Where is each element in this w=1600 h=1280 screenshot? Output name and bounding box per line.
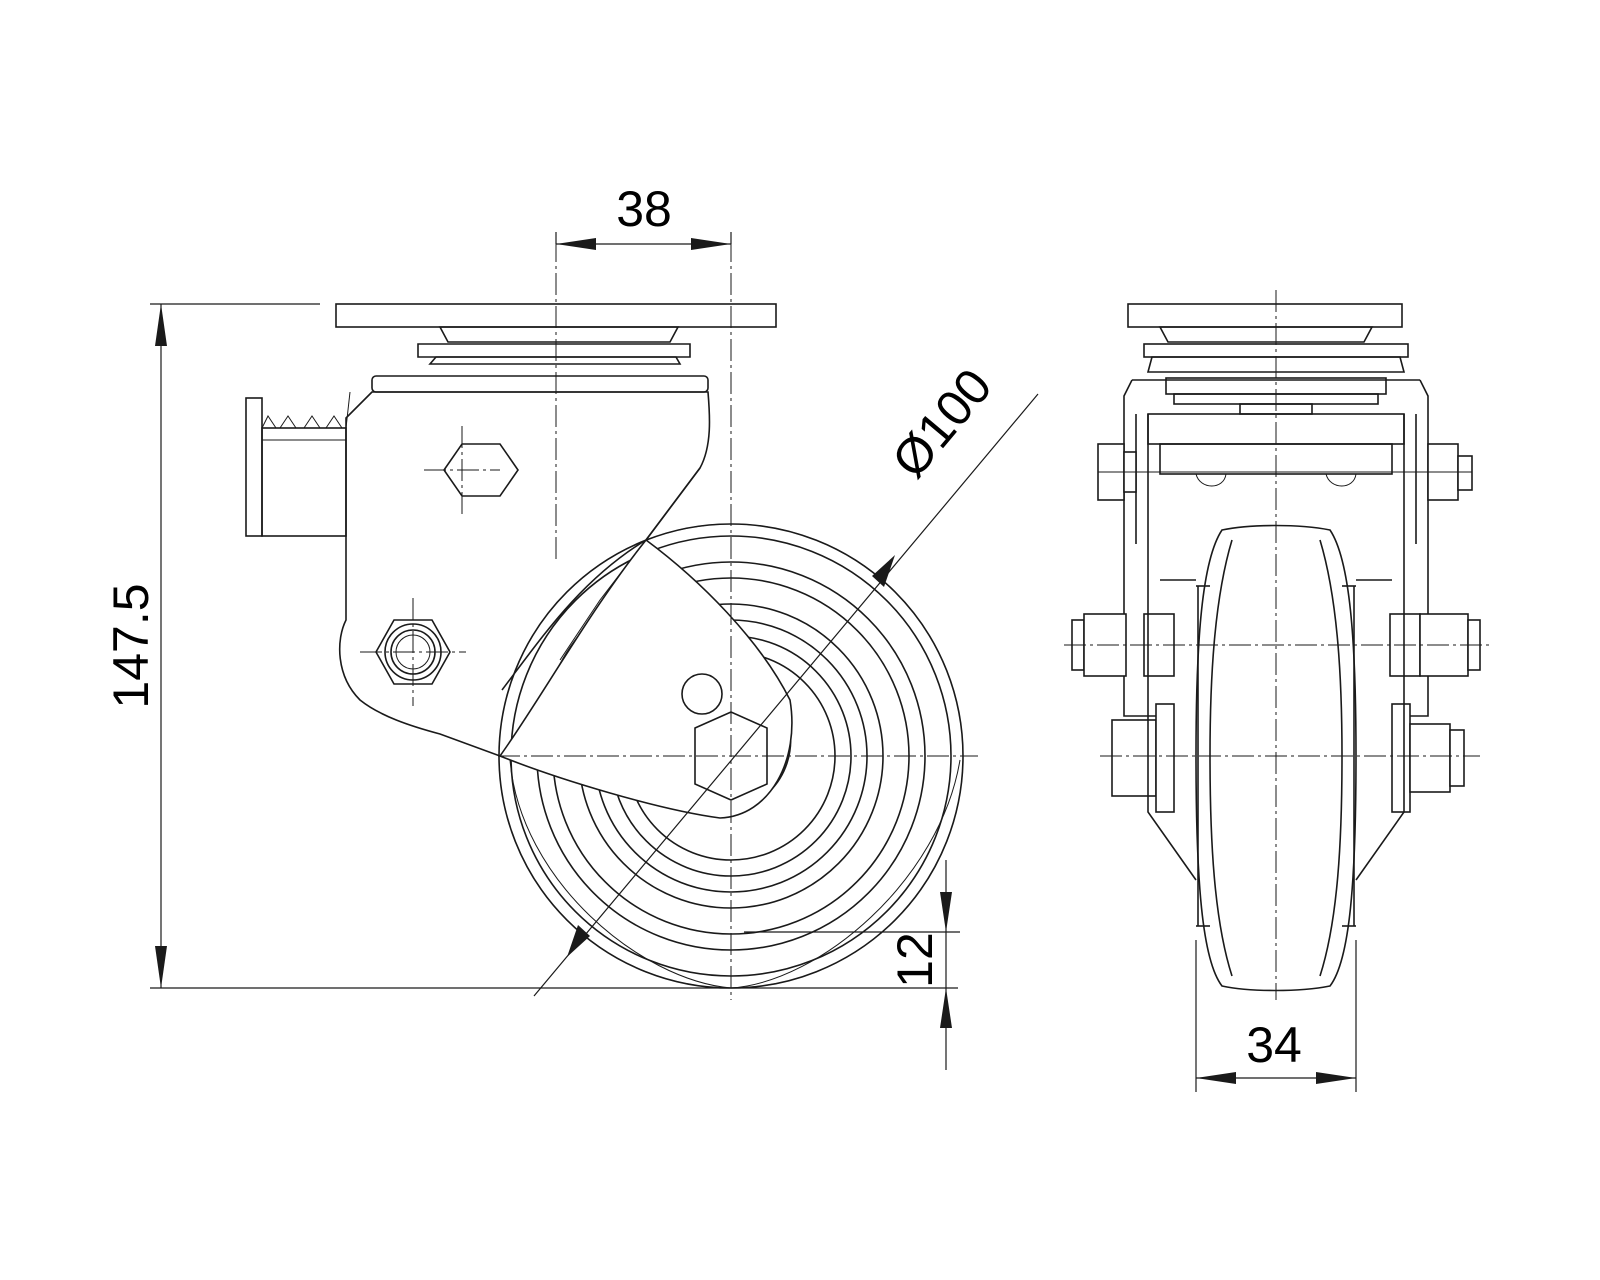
dim-overall-height: 147.5	[103, 303, 958, 989]
front-leg-left	[1147, 580, 1197, 881]
front-mounting-plate	[1127, 303, 1403, 328]
dim-ground-clearance-label: 12	[887, 932, 943, 988]
fork-head-plate	[371, 375, 709, 393]
front-fork-right	[1396, 379, 1429, 717]
dim-wheel-width-label: 34	[1246, 1017, 1302, 1073]
front-leg-right	[1355, 580, 1405, 881]
front-axle-bolts	[1111, 703, 1465, 813]
side-view	[245, 240, 978, 1000]
raceway-lower	[428, 356, 682, 365]
dim-wheel-width: 34	[1195, 940, 1357, 1092]
fork-web-edge	[501, 467, 701, 691]
grease-hole	[681, 673, 723, 715]
brake-housing	[245, 391, 351, 537]
dim-ground-clearance: 12	[744, 860, 960, 1070]
dim-overall-height-label: 147.5	[103, 583, 159, 708]
raceway-upper	[438, 326, 680, 343]
dim-wheel-diameter-label: Ø100	[881, 358, 1003, 488]
swivel-bolt	[443, 443, 519, 497]
front-upper-bolts	[1097, 443, 1473, 501]
raceway-middle	[417, 343, 691, 358]
dim-swivel-offset-label: 38	[616, 181, 672, 237]
front-fork-left	[1123, 379, 1156, 717]
dim-swivel-offset: 38	[555, 181, 732, 250]
wheel-dash-circle	[498, 523, 964, 989]
front-view	[1064, 290, 1490, 1000]
